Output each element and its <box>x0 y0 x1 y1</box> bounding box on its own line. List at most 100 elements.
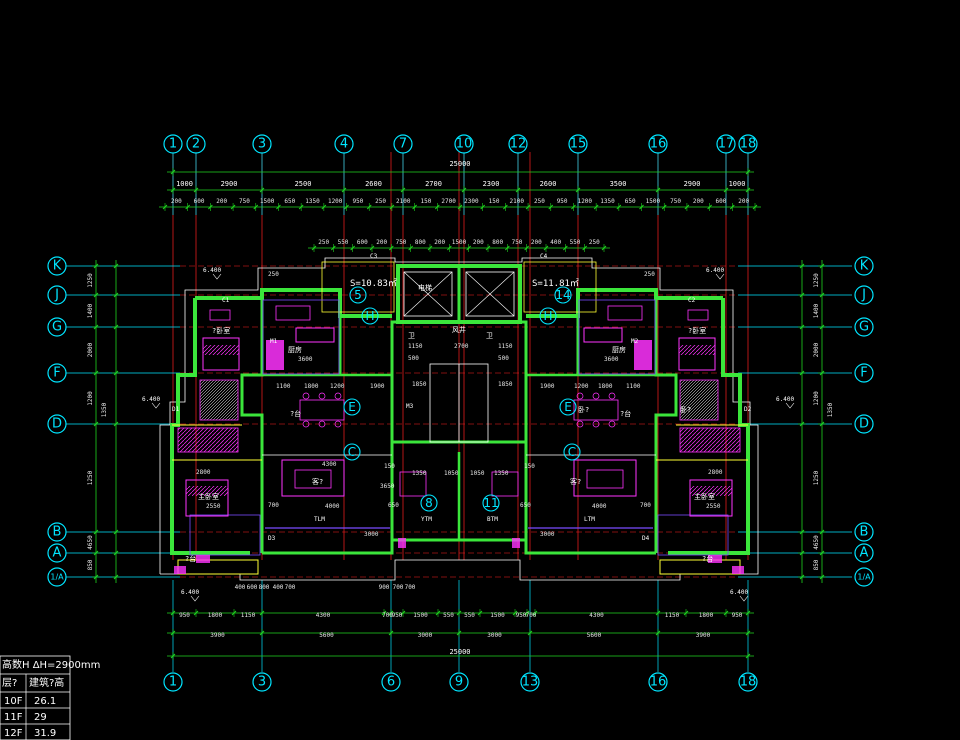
dim-bottom-1: 1500 <box>490 612 505 619</box>
room-label: 卫 <box>486 332 493 340</box>
dim-top-2: 2100 <box>396 198 411 205</box>
dim-top-3: 200 <box>376 239 387 246</box>
axis-label-left: G <box>52 320 62 335</box>
door-label: TLM <box>314 516 325 523</box>
room-marker <box>343 443 361 461</box>
room-dim: 250 <box>644 271 655 278</box>
dim-top-1: 2300 <box>483 180 500 188</box>
axis-label-top: 2 <box>192 137 200 152</box>
room-dim: 1050 <box>444 470 459 477</box>
dim-right-extra: 1350 <box>827 402 834 417</box>
dim-top-1: 1000 <box>176 180 193 188</box>
dim-bottom-1: 1150 <box>241 612 256 619</box>
room-label: 主卧室 <box>198 492 219 501</box>
room-label: ?卧室 <box>688 326 706 335</box>
room-marker-label: 8 <box>425 496 433 510</box>
room-dim: 1200 <box>574 383 589 390</box>
room-label: 客? <box>570 477 581 486</box>
axis-bubble-left <box>47 256 67 276</box>
axis-label-top: 17 <box>718 137 735 152</box>
dim-top-2: 250 <box>375 198 386 205</box>
axis-bubble-right <box>854 256 874 276</box>
room-label: 客? <box>312 477 323 486</box>
dim-right: 1400 <box>813 303 820 318</box>
axis-label-right: J <box>861 288 866 303</box>
room-dim: 150 <box>524 463 535 470</box>
room-label: ?台 <box>702 554 713 563</box>
level-mark: 6.400 <box>203 267 221 274</box>
area-label-left: S=10.83㎡ <box>350 278 397 289</box>
axis-label-bottom: 1 <box>169 675 177 690</box>
room-marker <box>349 286 367 304</box>
dim-top-2: 2300 <box>464 198 479 205</box>
axis-label-bottom: 6 <box>387 675 395 690</box>
axis-bubble-right <box>854 285 874 305</box>
level-arrow <box>212 273 222 280</box>
table-cell: 29 <box>34 712 47 723</box>
dimension-lines <box>92 168 826 660</box>
dim-top-2: 150 <box>489 198 500 205</box>
dim-top-2: 1200 <box>328 198 343 205</box>
room-dim: 1850 <box>412 381 427 388</box>
dim-bottom-1: 950 <box>516 612 527 619</box>
room-marker <box>554 286 572 304</box>
room-dim: 1150 <box>408 343 423 350</box>
table-cell: 12F <box>4 728 23 739</box>
axis-label-top: 15 <box>570 137 587 152</box>
axis-bubble-top <box>738 134 758 154</box>
axis-bubble-left <box>47 567 67 587</box>
dim-top-3: 250 <box>318 239 329 246</box>
room-dim: 700 <box>268 502 279 509</box>
axis-bubble-right <box>854 567 874 587</box>
room-dim: 150 <box>384 463 395 470</box>
axis-bubble-bottom <box>163 672 183 692</box>
room-marker <box>482 494 500 512</box>
dim-top-3: 750 <box>512 239 523 246</box>
axis-bubble-right <box>854 363 874 383</box>
room-dim: 2550 <box>206 503 221 510</box>
door-label: BTM <box>487 516 498 523</box>
dim-top-1: 1000 <box>729 180 746 188</box>
axis-label-top: 18 <box>740 137 757 152</box>
axis-label-bottom: 3 <box>258 675 266 690</box>
room-dim: 2700 <box>454 343 469 350</box>
level-mark: 6.400 <box>181 589 199 596</box>
dim-top-3: 550 <box>338 239 349 246</box>
dim-bottom-2: 5600 <box>319 632 334 639</box>
axis-bubble-bottom <box>520 672 540 692</box>
axis-label-left: F <box>53 366 60 381</box>
dim-left-extra: 1350 <box>101 402 108 417</box>
dim-bottom-1: 950 <box>732 612 743 619</box>
room-dim: 1900 <box>540 383 555 390</box>
room-marker-label: 11 <box>483 496 498 510</box>
table-cell: 10F <box>4 696 23 707</box>
axis-label-left: D <box>52 417 62 432</box>
door-label: C4 <box>540 253 548 260</box>
dim-bottom-0: 700 <box>285 584 296 591</box>
room-dim: 3000 <box>540 531 555 538</box>
dim-bottom-1: 700 <box>382 612 393 619</box>
table-frame <box>0 655 71 740</box>
axis-label-top: 10 <box>456 137 473 152</box>
table-title: 高数H ΔH=2900mm <box>2 658 100 671</box>
dim-top-2: 650 <box>284 198 295 205</box>
axis-bubble-bottom <box>449 672 469 692</box>
room-marker <box>361 307 379 325</box>
room-dim: 1350 <box>412 470 427 477</box>
room-dim: 500 <box>498 355 509 362</box>
room-dim: 1800 <box>598 383 613 390</box>
axis-bubble-top <box>252 134 272 154</box>
axis-bubble-right <box>854 543 874 563</box>
dim-right: 1200 <box>813 391 820 406</box>
dim-bottom-1: 950 <box>392 612 403 619</box>
dim-left: 1400 <box>87 303 94 318</box>
room-dim: 3650 <box>380 483 395 490</box>
room-dim: 4000 <box>592 503 607 510</box>
dim-top-3: 800 <box>415 239 426 246</box>
axis-bubble-top <box>454 134 474 154</box>
axis-label-top: 12 <box>510 137 527 152</box>
axis-label-top: 4 <box>340 137 348 152</box>
dim-top-1: 2600 <box>540 180 557 188</box>
